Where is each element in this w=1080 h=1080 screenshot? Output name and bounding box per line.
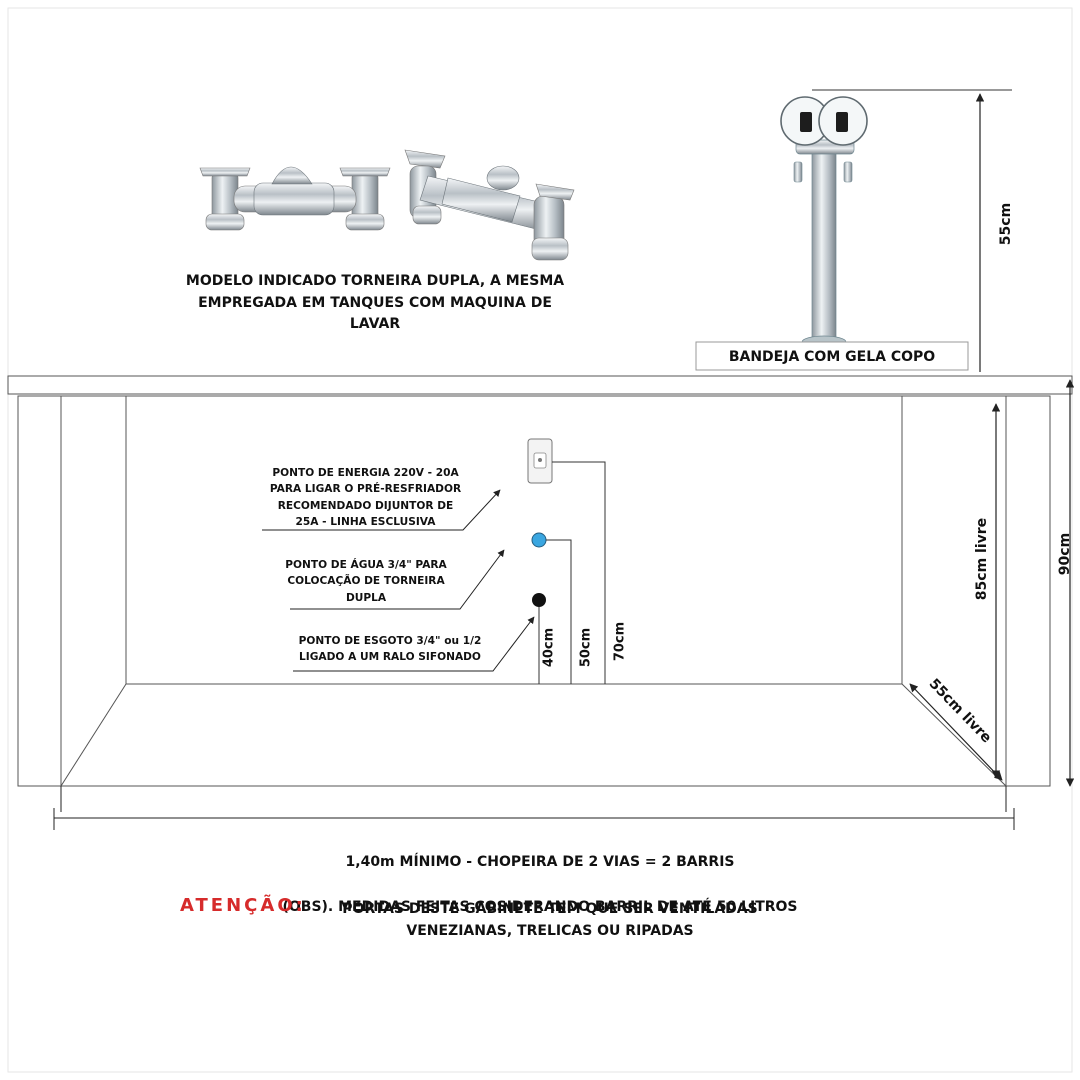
attention-text: PORTAS DESTE GABINETE TEM QUE SER VENTIL…	[342, 901, 758, 939]
countertop	[7, 375, 1073, 395]
dim-50-label: 50cm	[578, 627, 594, 668]
width-note: 1,40m MÍNIMO - CHOPEIRA DE 2 VIAS = 2 BA…	[345, 854, 735, 871]
tray-box	[695, 341, 969, 371]
tray-label: BANDEJA COM GELA COPO	[728, 349, 936, 365]
point-height-lines	[538, 461, 606, 684]
total-height-label: 90cm	[1057, 532, 1073, 576]
water-point-label: PONTO DE ÁGUA 3/4" PARA COLOCAÇÃO DE TOR…	[285, 559, 447, 604]
label-leader-lines	[262, 489, 535, 672]
double-faucet-image-angle	[404, 149, 575, 261]
attention-label: ATENÇÃO:	[180, 895, 306, 916]
dim-70-label: 70cm	[612, 621, 628, 662]
sewer-point-label: PONTO DE ESGOTO 3/4" ou 1/2 LIGADO A UM …	[298, 635, 482, 664]
sewer-point-icon	[532, 593, 546, 607]
double-faucet-image-front	[199, 166, 391, 231]
free-depth-arrow	[909, 683, 1003, 781]
draft-tower-image	[780, 96, 868, 349]
barrel-note: (OBS). MEDIDAS FEITAS COSIDERANDO BARRIL…	[282, 899, 798, 916]
width-dimension	[53, 786, 1015, 830]
faucet-model-caption: MODELO INDICADO TORNEIRA DUPLA, A MESMA …	[185, 273, 565, 333]
bottom-notes: 1,40m MÍNIMO - CHOPEIRA DE 2 VIAS = 2 BA…	[230, 829, 850, 919]
power-point-label: PONTO DE ENERGIA 220V - 20A PARA LIGAR O…	[269, 467, 462, 529]
dim-40-label: 40cm	[541, 627, 557, 668]
tower-height-label: 55cm	[998, 202, 1014, 246]
water-point-icon	[531, 532, 547, 548]
power-outlet-icon	[527, 438, 553, 484]
free-height-label: 85cm livre	[974, 517, 990, 601]
